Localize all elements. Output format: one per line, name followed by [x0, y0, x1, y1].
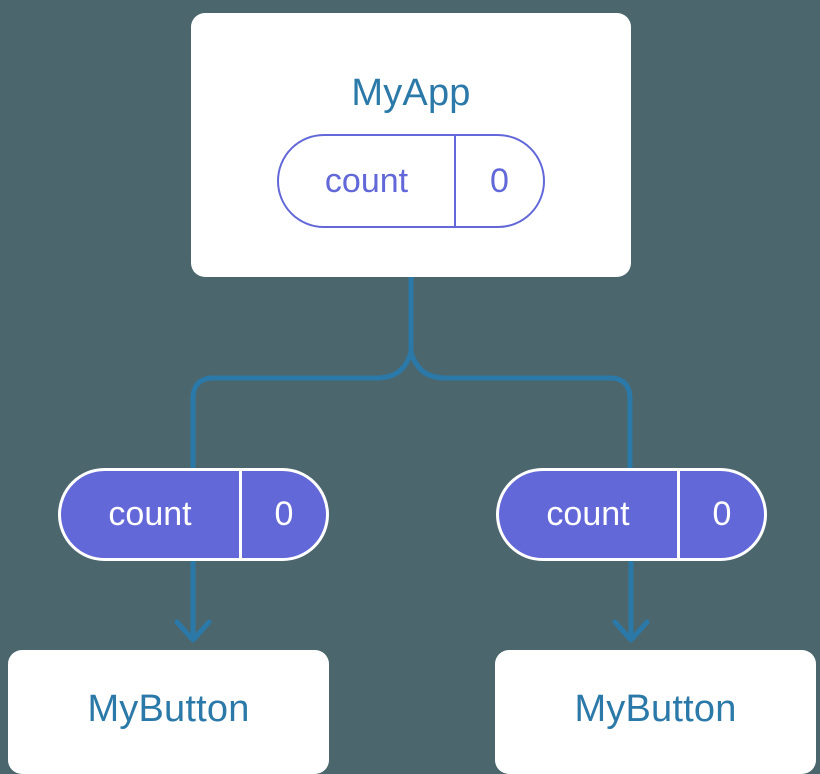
state-value-label: 0: [677, 471, 764, 558]
component-box-mybutton-left[interactable]: MyButton: [8, 650, 329, 774]
arrow-right-head-icon: [612, 619, 650, 643]
state-key-label: count: [108, 495, 192, 533]
component-title-mybutton: MyButton: [87, 688, 250, 730]
state-value-label: 0: [239, 471, 326, 558]
state-key-label: count: [546, 495, 630, 533]
state-pill-child-right[interactable]: count 0: [496, 468, 767, 561]
arrow-left-head-icon: [174, 619, 212, 643]
state-pill-child-left[interactable]: count 0: [58, 468, 329, 561]
component-box-mybutton-right[interactable]: MyButton: [495, 650, 816, 774]
component-title-mybutton: MyButton: [574, 688, 737, 730]
state-pill-myapp[interactable]: count 0: [277, 134, 545, 228]
component-title-myapp: MyApp: [351, 72, 471, 114]
state-key-label: count: [324, 161, 409, 200]
connector-branch-right: [408, 349, 633, 471]
connector-branch-left: [190, 349, 414, 471]
state-value-label: 0: [454, 136, 543, 226]
